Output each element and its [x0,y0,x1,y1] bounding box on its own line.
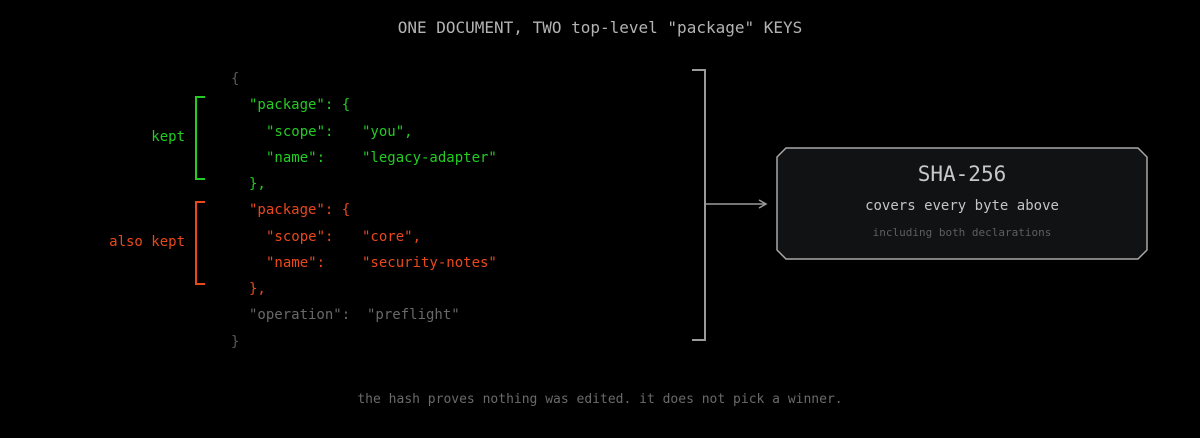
kept-bracket [195,96,205,180]
code-package-1-scope-value: "you", [362,124,413,140]
code-operation-value: "preflight" [367,307,460,323]
code-close-brace: } [231,334,240,350]
code-package-1-name-value: "legacy-adapter" [362,150,497,166]
hash-box [776,147,1148,260]
kept-label: kept [151,129,185,145]
code-package-2-scope-value: "core", [362,229,422,245]
hash-note: including both declarations [872,226,1052,239]
code-package-1-name-key: "name": [266,150,326,166]
hash-subtitle: covers every byte above [865,198,1059,214]
code-package-1-key: "package": { [249,97,351,113]
code-package-2-name-key: "name": [266,255,326,271]
code-open-brace: { [231,71,240,87]
also-kept-label: also kept [109,234,185,250]
code-package-2-name-value: "security-notes" [362,255,497,271]
document-bracket [692,69,706,341]
code-package-2-close: }, [249,281,266,297]
footer-caption: the hash proves nothing was edited. it d… [357,392,843,407]
code-operation-key: "operation": [249,307,351,323]
arrow-right-icon [706,199,768,209]
also-kept-bracket [195,201,205,285]
code-package-1-close: }, [249,176,266,192]
diagram-title: ONE DOCUMENT, TWO top-level "package" KE… [397,18,803,37]
code-package-2-scope-key: "scope": [266,229,334,245]
code-package-1-scope-key: "scope": [266,124,334,140]
hash-title: SHA-256 [917,162,1007,186]
code-package-2-key: "package": { [249,202,351,218]
